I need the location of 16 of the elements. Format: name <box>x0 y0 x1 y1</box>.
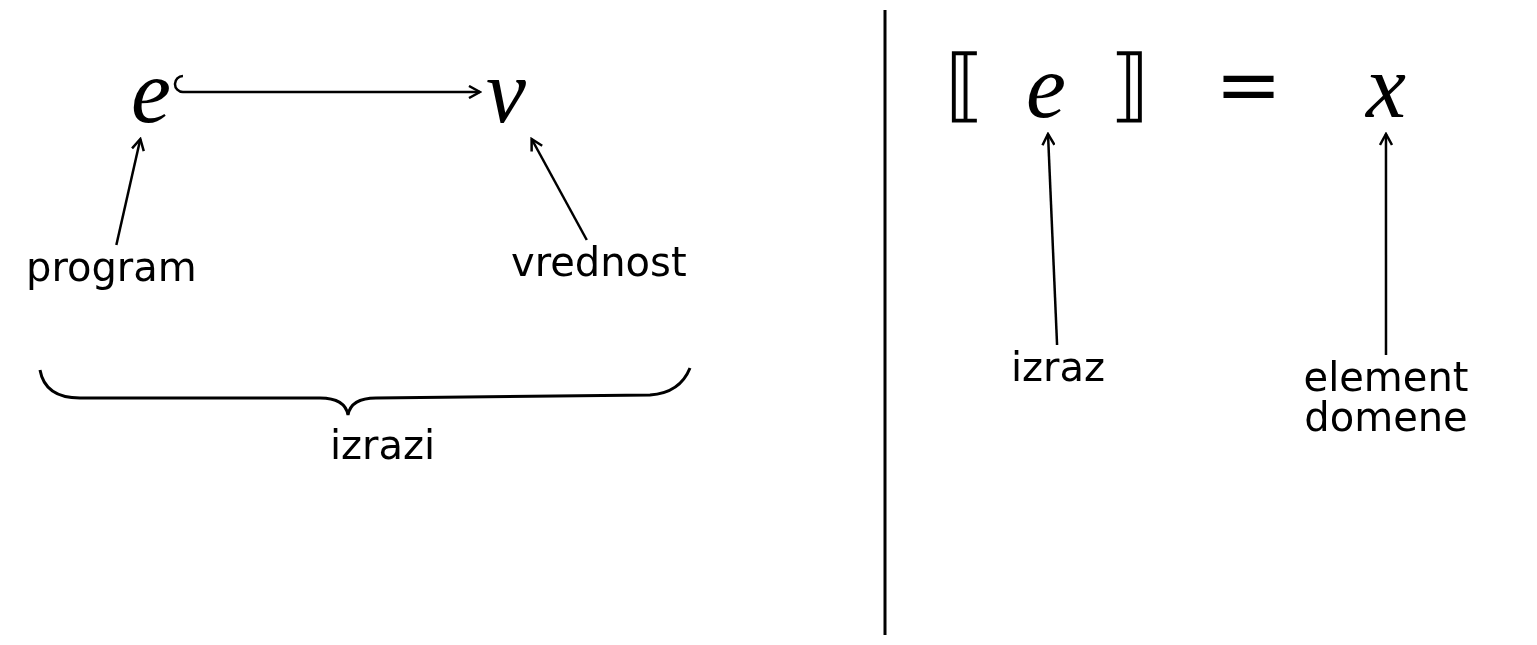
handwritten-note: program <box>20 245 203 289</box>
math-symbol: = <box>1215 45 1283 125</box>
handwritten-note: element domene <box>1235 355 1537 439</box>
handwritten-note: vrednost <box>505 240 693 284</box>
arrow <box>530 137 588 241</box>
arrow <box>1378 132 1394 355</box>
math-symbol: x <box>1360 40 1412 134</box>
math-symbol: ⟧ <box>1110 45 1150 125</box>
math-symbol: ⟦ <box>945 45 985 125</box>
math-symbol: e <box>125 45 177 139</box>
handwritten-note: izraz <box>1005 345 1112 389</box>
math-symbol: e <box>1020 40 1072 134</box>
arrow <box>115 137 145 246</box>
arrow <box>1041 132 1059 346</box>
math-symbol: v <box>480 45 532 139</box>
group-label: izrazi <box>330 425 436 465</box>
